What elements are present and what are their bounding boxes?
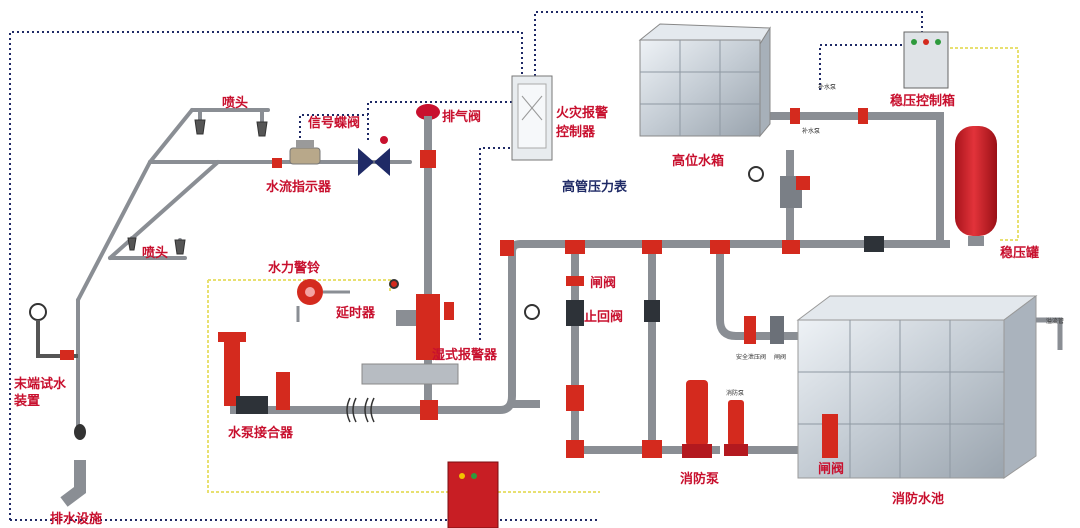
pump-control-cabinet [447,461,499,528]
pump-adapter-device [218,332,290,414]
end-test-and-drain [29,303,86,507]
drain-facility-label: 排水设施 [50,512,103,527]
exhaust-valve-label: 排气阀 [442,110,482,125]
end-test-device-label: 末端试水 装置 [14,377,67,409]
signal-lines [9,11,923,521]
pipe-break-marks [346,397,375,423]
pressure-control-cabinet [903,31,949,89]
signal-butterfly-valve [358,136,390,176]
sprinkler-head-top-label: 喷头 [222,96,249,111]
pressure-control-box-label: 稳压控制箱 [890,94,956,109]
red-fittings [272,108,868,458]
water-motor-alarm-bell-label: 水力警铃 [268,261,321,276]
wet-alarm-valve-assembly [361,294,459,385]
delay-device-label: 延时器 [336,306,376,321]
fire-alarm-controller-label: 火灾报警 控制器 [556,106,609,140]
exhaust-valve [416,104,440,132]
control-lines [207,47,1019,493]
sprinkler-head-mid-label: 喷头 [142,246,169,261]
sprinkler-heads [127,119,268,255]
gate-valve-top-label: 闸阀 [590,276,617,291]
pressure-gauges [389,166,764,320]
gate-valve-bottom-label: 闸阀 [818,462,845,477]
refill-pump-b-label: 补水泵 [802,128,821,135]
check-valve-label: 止回阀 [584,310,624,325]
alarm-controller-cabinet [511,75,553,161]
water-flow-indicator-device [289,140,321,165]
overflow-pipe-label: 溢流管 [1046,318,1065,325]
water-motor-alarm-bell [296,279,350,322]
wet-alarm-valve-label: 湿式报警器 [432,348,498,363]
surge-tank-graphic [955,126,997,246]
fire-pump-label: 消防泵 [680,472,720,487]
high-tank-label: 高位水箱 [672,154,725,169]
high-tank-graphic [638,23,771,138]
gate-valve-small-label: 闸阀 [774,354,787,361]
fire-pump-small-label: 消防泵 [726,390,745,397]
fire-pool-label: 消防水池 [892,492,945,507]
high-pipe-gauge-label: 高管压力表 [562,180,628,195]
inline-valves [566,176,884,458]
fire-pumps [682,380,748,458]
refill-pump-a-label: 补水泵 [818,84,837,91]
safety-relief-valve-label: 安全泄压阀 [736,354,767,361]
signal-butterfly-valve-label: 信号蝶阀 [308,116,361,131]
pump-adapter-label: 水泵接合器 [228,426,294,441]
water-flow-indicator-label: 水流指示器 [266,180,332,195]
surge-tank-label: 稳压罐 [1000,246,1040,261]
